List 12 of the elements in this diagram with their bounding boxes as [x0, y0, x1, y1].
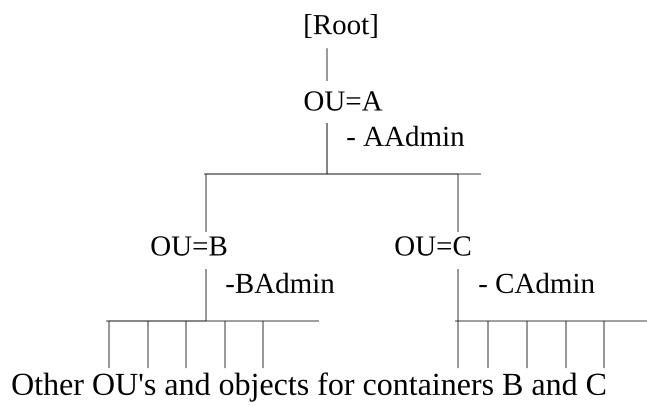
- connector-line: [458, 268, 604, 369]
- connector-line: [326, 48, 328, 82]
- admin-label: - CAdmin: [479, 272, 595, 294]
- admin-label: - AAdmin: [347, 126, 464, 146]
- connector-line: [326, 122, 458, 232]
- node-label: OU=C: [395, 236, 470, 256]
- caption-text: Other OU's and objects for containers B and C: [12, 372, 606, 402]
- node-label: OU=A: [304, 91, 382, 111]
- admin-label: -BAdmin: [226, 272, 334, 294]
- node-label: OU=B: [151, 236, 226, 256]
- node-label: [Root]: [305, 14, 377, 38]
- connector-line: [108, 268, 264, 369]
